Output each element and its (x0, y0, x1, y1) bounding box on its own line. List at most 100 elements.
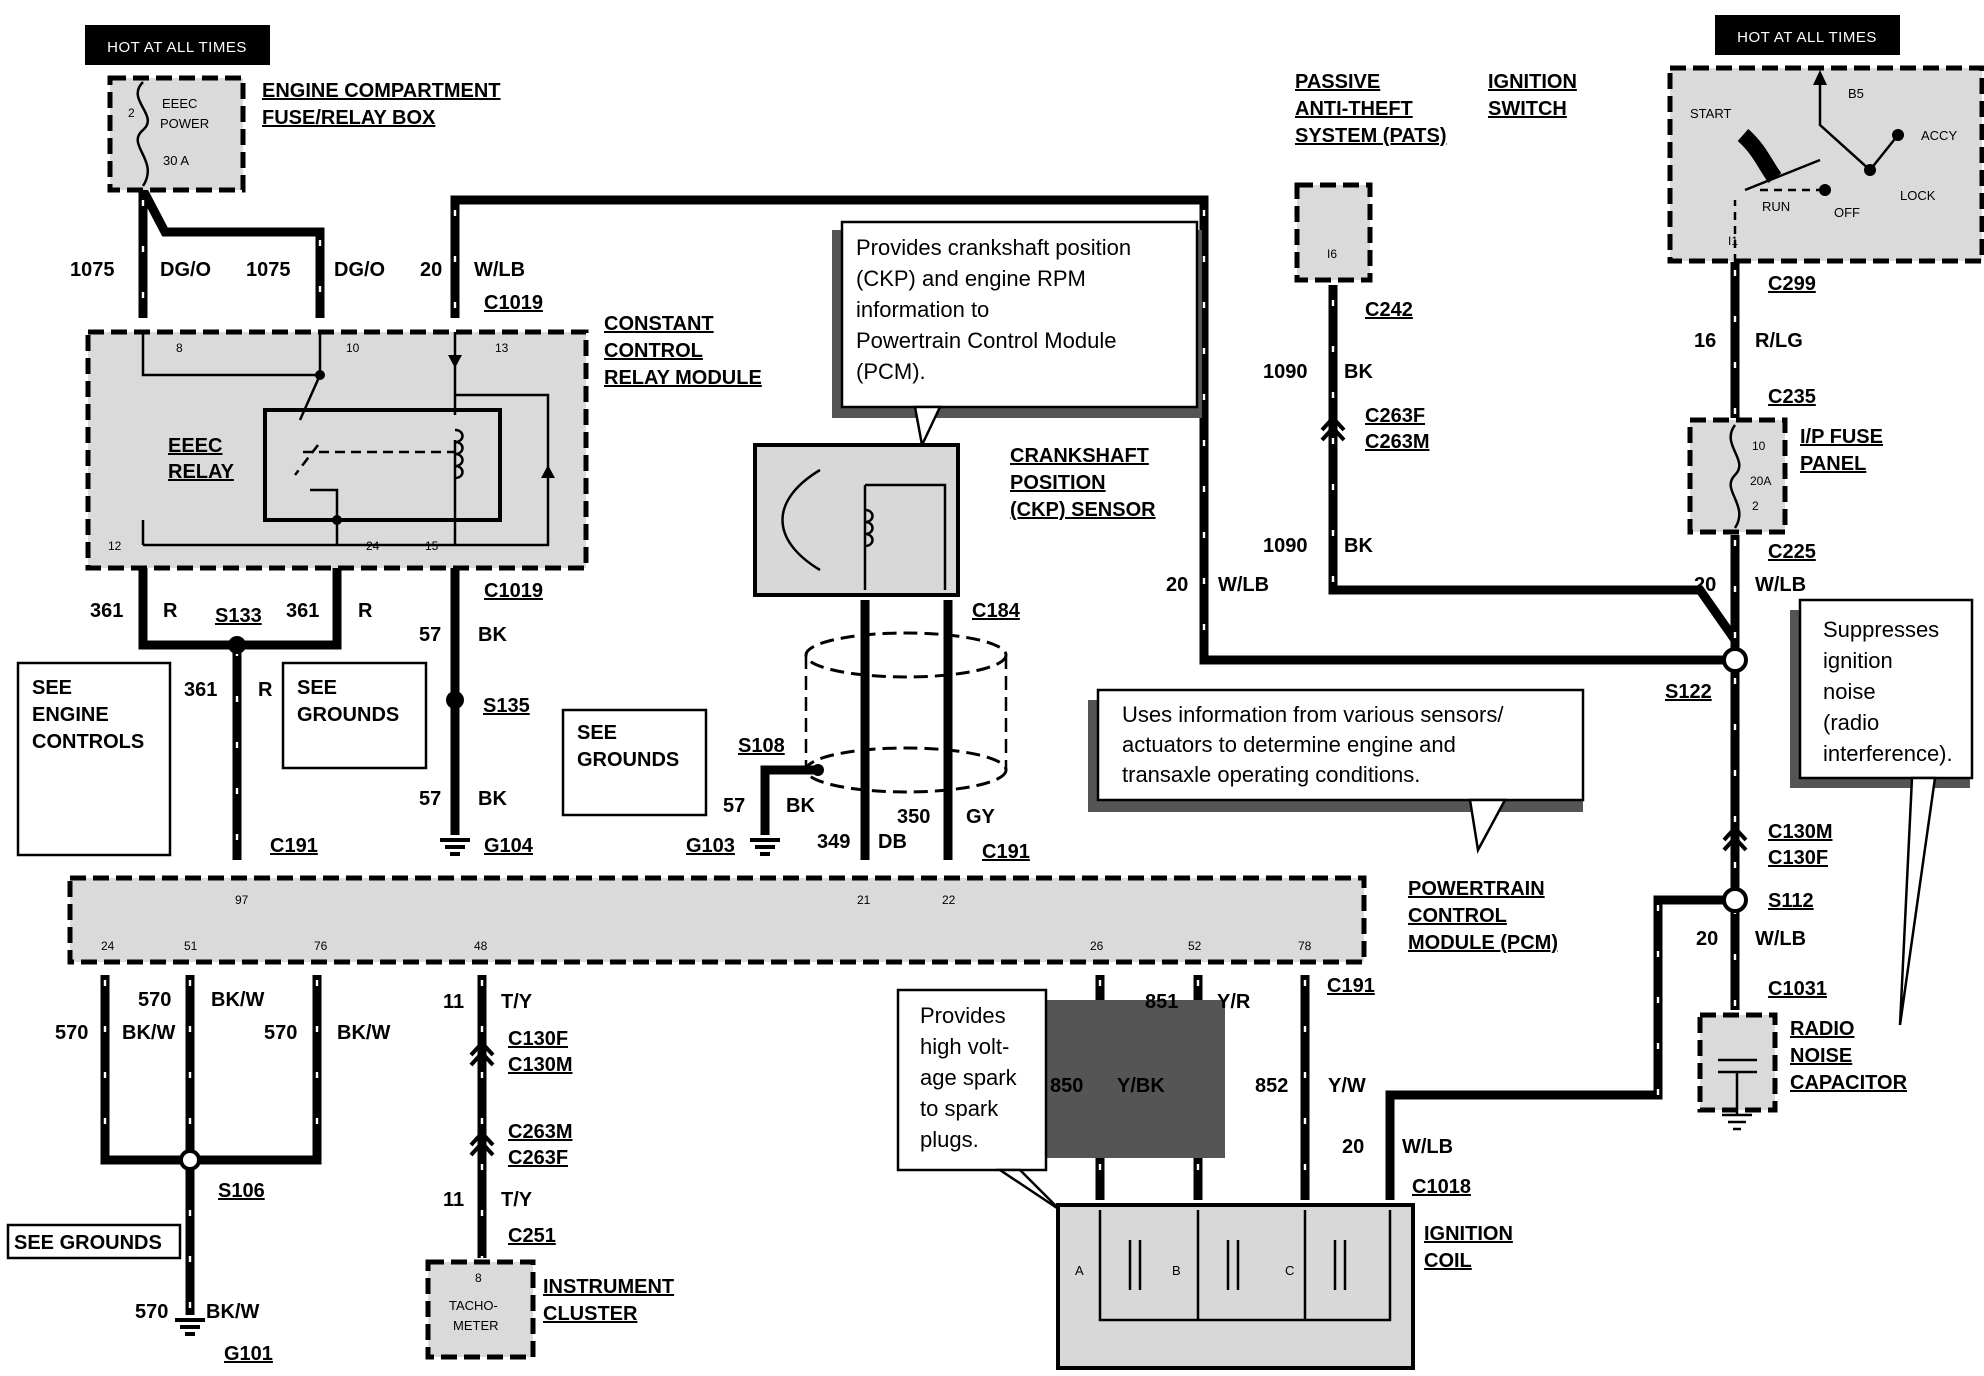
pcm-pin-51: 51 (184, 939, 198, 953)
w350-color: GY (966, 806, 996, 828)
c1031: C1031 (1768, 978, 1827, 1000)
ccrm-pin-12: 12 (108, 539, 122, 553)
ign-switch-off-dot (1819, 184, 1831, 196)
c184: C184 (972, 600, 1021, 622)
see-grounds-a (281, 661, 428, 770)
c263m-b: C263M (508, 1121, 572, 1143)
see-engine-controls-3: CONTROLS (32, 731, 144, 753)
ckp-callout-line-3: information to (856, 297, 989, 322)
g103-ground-icon (750, 838, 780, 856)
w20-right2-circuit: 20 (1696, 928, 1718, 950)
ckp-callout-line-4: Powertrain Control Module (856, 328, 1116, 353)
coil-callout (896, 988, 1048, 1172)
ckp-callout-pointer (913, 405, 942, 450)
pcm-pin-97: 97 (235, 893, 249, 907)
w57-b-circuit: 57 (419, 788, 441, 810)
instrument-cluster (425, 1259, 536, 1360)
coil-callout-line-2: high volt- (920, 1034, 1009, 1059)
s108: S108 (738, 735, 785, 757)
coil-title-1: IGNITION (1424, 1223, 1513, 1245)
radio-cap-title-1: RADIO (1790, 1018, 1854, 1040)
cluster-title-2: CLUSTER (543, 1303, 638, 1325)
s106-splice-dot (179, 1149, 201, 1171)
pcm-callout-line-2: actuators to determine engine and (1122, 732, 1456, 757)
s135: S135 (483, 695, 530, 717)
w851-circuit: 851 (1145, 991, 1178, 1013)
w850-circuit: 850 (1050, 1075, 1083, 1097)
w361-b-color: R (358, 600, 373, 622)
w57-c-color: BK (786, 795, 815, 817)
w852-color: Y/W (1328, 1075, 1366, 1097)
g103: G103 (686, 835, 735, 857)
pcm-title-3: MODULE (PCM) (1408, 932, 1558, 954)
pcm-callout-line-1: Uses information from various sensors/ (1122, 702, 1504, 727)
coil-title-2: COIL (1424, 1250, 1472, 1272)
shield-bottom (804, 746, 1008, 794)
shield-top (804, 631, 1008, 679)
radio-cap-title-3: CAPACITOR (1790, 1072, 1908, 1094)
w16-color: R/LG (1755, 330, 1803, 352)
c130-connector-b-icon (469, 1040, 495, 1067)
diode-icon-a (448, 355, 462, 368)
radio-callout-line-1: Suppresses (1823, 617, 1939, 642)
c251: C251 (508, 1225, 556, 1247)
g104-ground-icon (440, 838, 470, 856)
w850-color: Y/BK (1117, 1075, 1165, 1097)
coil-callout-line-3: age spark (920, 1065, 1018, 1090)
relay-coil-icon (454, 428, 464, 480)
see-grounds-a-2: GROUNDS (297, 704, 399, 726)
see-grounds-c (6, 1223, 182, 1260)
g101-ground-icon (175, 1318, 205, 1336)
relay-label-1: EEEC (168, 435, 222, 457)
grounds (175, 838, 780, 1336)
ckp-sensor (753, 443, 960, 597)
cluster-gauge-2: METER (453, 1318, 499, 1333)
w1090-b-circuit: 1090 (1263, 535, 1308, 557)
coil-core-icons (1128, 1240, 1347, 1290)
c130m-b: C130M (508, 1054, 572, 1076)
pats-title-3: SYSTEM (PATS) (1295, 125, 1446, 147)
coil-c: C (1285, 1263, 1294, 1278)
w1090-a-color: BK (1344, 361, 1373, 383)
radio-callout-line-4: (radio (1823, 710, 1879, 735)
w1090-a-circuit: 1090 (1263, 361, 1308, 383)
coil-a: A (1075, 1263, 1084, 1278)
s133: S133 (215, 605, 262, 627)
ign-switch-lock-dot (1864, 164, 1876, 176)
ckp-coil-icon (864, 508, 874, 548)
see-grounds-b (561, 708, 708, 817)
fuse-rating: 30 A (163, 153, 189, 168)
capacitor-icon (1718, 1058, 1757, 1131)
see-grounds-a-1: SEE (297, 677, 337, 699)
pcm-title-1: POWERTRAIN (1408, 878, 1545, 900)
ip-fuse-panel (1687, 417, 1788, 535)
radio-callout (1798, 598, 1974, 780)
see-grounds-b-1: SEE (577, 722, 617, 744)
w20-top-color: W/LB (474, 259, 525, 281)
diode-icon-b (541, 465, 555, 478)
coil-callout-line-4: to spark (920, 1096, 999, 1121)
wire-570-loop (100, 975, 322, 1165)
c263-connector-b-icon (469, 1130, 495, 1157)
hot-banner-left (85, 25, 270, 65)
w16-circuit: 16 (1694, 330, 1716, 352)
fuse-element-icon (136, 81, 150, 187)
ign-start: START (1690, 106, 1731, 121)
cluster-pin: 8 (475, 1271, 482, 1285)
s135-splice-dot (446, 691, 464, 709)
ip-fuse-rating: 20A (1750, 474, 1771, 488)
ip-fuse-pin-2: 2 (1752, 499, 1759, 513)
see-engine-controls-1: SEE (32, 677, 72, 699)
ckp-callout (840, 220, 1199, 409)
ign-accy: ACCY (1921, 128, 1957, 143)
w20-right-circuit: 20 (1694, 574, 1716, 596)
wire-highlight (103, 200, 1737, 1315)
c1019-top: C1019 (484, 292, 543, 314)
c1019-bot: C1019 (484, 580, 543, 602)
ckp-sensor-wiring (863, 483, 947, 590)
radio-callout-pointer (1898, 776, 1937, 1026)
w361-c-circuit: 361 (184, 679, 217, 701)
wire-57-g103 (760, 765, 818, 835)
coil-callout-line-5: plugs. (920, 1127, 979, 1152)
w57-c-circuit: 57 (723, 795, 745, 817)
